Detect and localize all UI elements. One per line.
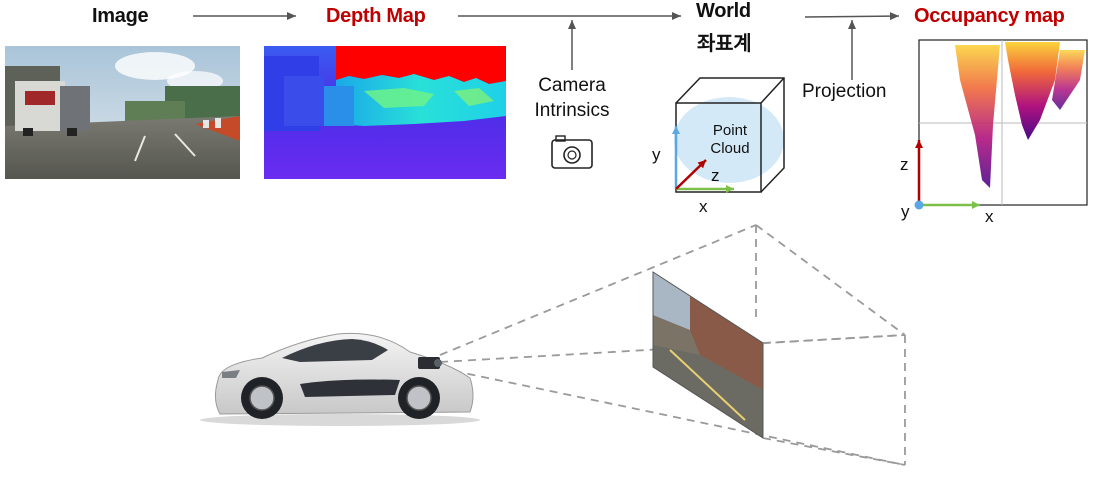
cube-axis-y-label: y bbox=[652, 145, 661, 164]
camera-label-line2: Intrinsics bbox=[534, 99, 610, 121]
point-cloud-label: Point Cloud bbox=[710, 122, 750, 158]
occupancy-map-title: Occupancy map bbox=[914, 5, 1065, 27]
arrow-world-to-occupancy bbox=[804, 12, 900, 21]
occupancy-region-left bbox=[955, 45, 1000, 188]
projection-label: Projection bbox=[802, 81, 887, 102]
world-title-line2: 좌표계 bbox=[697, 33, 752, 55]
occupancy-region-mid bbox=[1005, 42, 1060, 140]
depth-map-image bbox=[264, 46, 506, 179]
camera-intrinsics-label: Camera Intrinsics bbox=[522, 74, 622, 123]
world-title-line1: World bbox=[696, 0, 751, 22]
cube-axis-z-label: z bbox=[711, 166, 720, 185]
depth-map-title: Depth Map bbox=[326, 5, 426, 27]
cube-axis-x-label: x bbox=[699, 197, 708, 216]
occ-axis-z-label: z bbox=[900, 155, 909, 174]
image-title: Image bbox=[92, 5, 149, 27]
occ-axis-y-dot bbox=[914, 200, 924, 210]
camera-label-line1: Camera bbox=[538, 75, 606, 96]
point-label-line2: Cloud bbox=[710, 140, 750, 157]
axis-z-red bbox=[675, 159, 707, 190]
occupancy-region-right bbox=[1052, 50, 1085, 110]
occ-axis-y-label: y bbox=[901, 202, 910, 221]
occ-axis-x-label: x bbox=[985, 207, 994, 226]
street-image bbox=[5, 46, 240, 179]
point-label-line1: Point bbox=[712, 122, 748, 139]
